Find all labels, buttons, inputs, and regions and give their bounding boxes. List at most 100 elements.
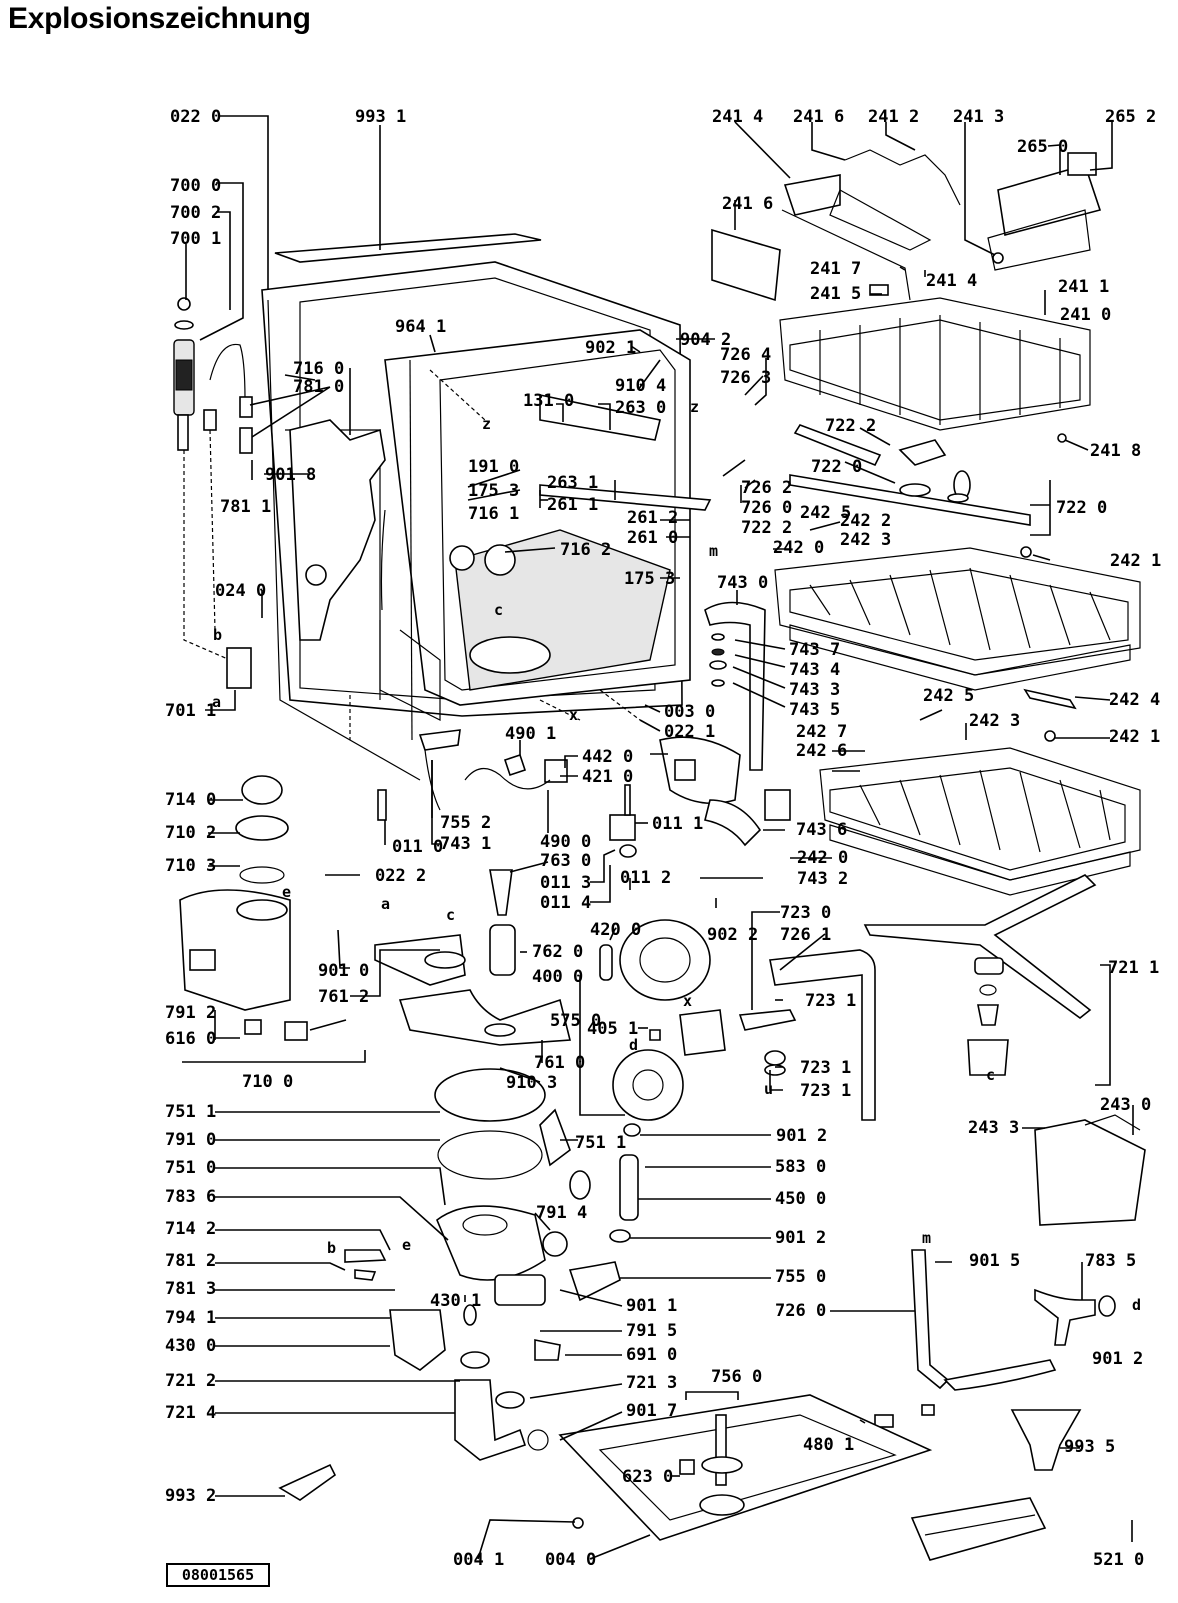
- drawing-artwork: [173, 115, 1146, 1561]
- part-label: 241 1: [1058, 277, 1109, 297]
- part-label: 901 2: [775, 1228, 826, 1248]
- part-label: 242 3: [969, 711, 1020, 731]
- part-label: 480 1: [803, 1435, 854, 1455]
- part-label: 242 2: [840, 511, 891, 531]
- part-label: 723 1: [805, 991, 856, 1011]
- part-label: 242 0: [797, 848, 848, 868]
- part-label: 022 2: [375, 866, 426, 886]
- part-label: 241 3: [953, 107, 1004, 127]
- part-label: 265 0: [1017, 137, 1068, 157]
- part-label: 263 1: [547, 473, 598, 493]
- part-label: 241 5: [810, 284, 861, 304]
- part-label: 022 1: [664, 722, 715, 742]
- part-label: 421 0: [582, 767, 633, 787]
- part-label: 791 2: [165, 1003, 216, 1023]
- part-label: 583 0: [775, 1157, 826, 1177]
- point-letter: m: [922, 1229, 931, 1247]
- part-label: 430 0: [165, 1336, 216, 1356]
- part-label: 241 6: [722, 194, 773, 214]
- part-label: 743 5: [789, 700, 840, 720]
- part-label: 722 2: [825, 416, 876, 436]
- part-label: 191 0: [468, 457, 519, 477]
- part-label: 783 5: [1085, 1251, 1136, 1271]
- part-label: 241 4: [926, 271, 977, 291]
- part-label: 721 3: [626, 1373, 677, 1393]
- part-label: 131 0: [523, 391, 574, 411]
- left-fittings: [173, 297, 253, 689]
- part-label: 755 0: [775, 1267, 826, 1287]
- point-letter: z: [482, 415, 491, 433]
- part-label: 901 0: [318, 961, 369, 981]
- part-label: 901 8: [265, 465, 316, 485]
- part-label: 710 0: [242, 1072, 293, 1092]
- part-label: 910 4: [615, 376, 666, 396]
- point-letter: e: [402, 1236, 411, 1254]
- part-label: 241 7: [810, 259, 861, 279]
- part-label: 011 4: [540, 893, 591, 913]
- part-label: 993 5: [1064, 1437, 1115, 1457]
- point-letter: a: [212, 693, 221, 711]
- part-label: 751 1: [575, 1133, 626, 1153]
- top-cover-plate: [274, 233, 542, 263]
- part-label: 623 0: [622, 1467, 673, 1487]
- part-label: 791 5: [626, 1321, 677, 1341]
- part-label: 964 1: [395, 317, 446, 337]
- part-label: 721 1: [1108, 958, 1159, 978]
- part-label: 755 2: [440, 813, 491, 833]
- document-number-box: 08001565: [166, 1563, 270, 1587]
- part-label: 902 2: [707, 925, 758, 945]
- part-label: 710 3: [165, 856, 216, 876]
- part-label: 420 0: [590, 920, 641, 940]
- part-label: 723 1: [800, 1058, 851, 1078]
- part-label: 710 2: [165, 823, 216, 843]
- part-label: 714 0: [165, 790, 216, 810]
- part-label: 721 4: [165, 1403, 216, 1423]
- part-label: 722 0: [1056, 498, 1107, 518]
- part-label: 011 2: [620, 868, 671, 888]
- point-letter: m: [709, 542, 718, 560]
- part-label: 910 3: [506, 1073, 557, 1093]
- part-label: 756 0: [711, 1367, 762, 1387]
- page-title: Explosionszeichnung: [8, 2, 311, 35]
- part-label: 242 4: [1109, 690, 1160, 710]
- part-label: 761 0: [534, 1053, 585, 1073]
- part-label: 265 2: [1105, 107, 1156, 127]
- part-label: 004 1: [453, 1550, 504, 1570]
- point-letter: d: [1132, 1296, 1141, 1314]
- point-letter: b: [213, 626, 222, 644]
- part-label: 261 1: [547, 495, 598, 515]
- part-label: 400 0: [532, 967, 583, 987]
- part-label: 243 0: [1100, 1095, 1151, 1115]
- filter-and-pump: [179, 775, 726, 1306]
- part-label: 450 0: [775, 1189, 826, 1209]
- part-label: 700 1: [170, 229, 221, 249]
- part-label: 241 2: [868, 107, 919, 127]
- part-label: 743 3: [789, 680, 840, 700]
- part-label: 726 0: [741, 498, 792, 518]
- part-label: 726 3: [720, 368, 771, 388]
- document-number: 08001565: [181, 1566, 255, 1584]
- upper-spray-arm: [789, 424, 1032, 558]
- tub-frame: [261, 261, 712, 781]
- point-letter: c: [494, 601, 503, 619]
- part-label: 761 2: [318, 987, 369, 1007]
- part-label: 521 0: [1093, 1550, 1144, 1570]
- part-label: 791 0: [165, 1130, 216, 1150]
- leader-lines: [182, 115, 1134, 1560]
- point-letter: u: [764, 1080, 773, 1098]
- part-label: 242 1: [1110, 551, 1161, 571]
- part-label: 743 7: [789, 640, 840, 660]
- part-label: 781 0: [293, 377, 344, 397]
- part-label: 011 0: [392, 837, 443, 857]
- part-label: 716 2: [560, 540, 611, 560]
- part-label: 783 6: [165, 1187, 216, 1207]
- part-label: 700 2: [170, 203, 221, 223]
- part-label: 004 0: [545, 1550, 596, 1570]
- lower-center-parts: [418, 601, 791, 847]
- part-label: 781 1: [220, 497, 271, 517]
- point-letter: e: [282, 883, 291, 901]
- part-label: 904 2: [680, 330, 731, 350]
